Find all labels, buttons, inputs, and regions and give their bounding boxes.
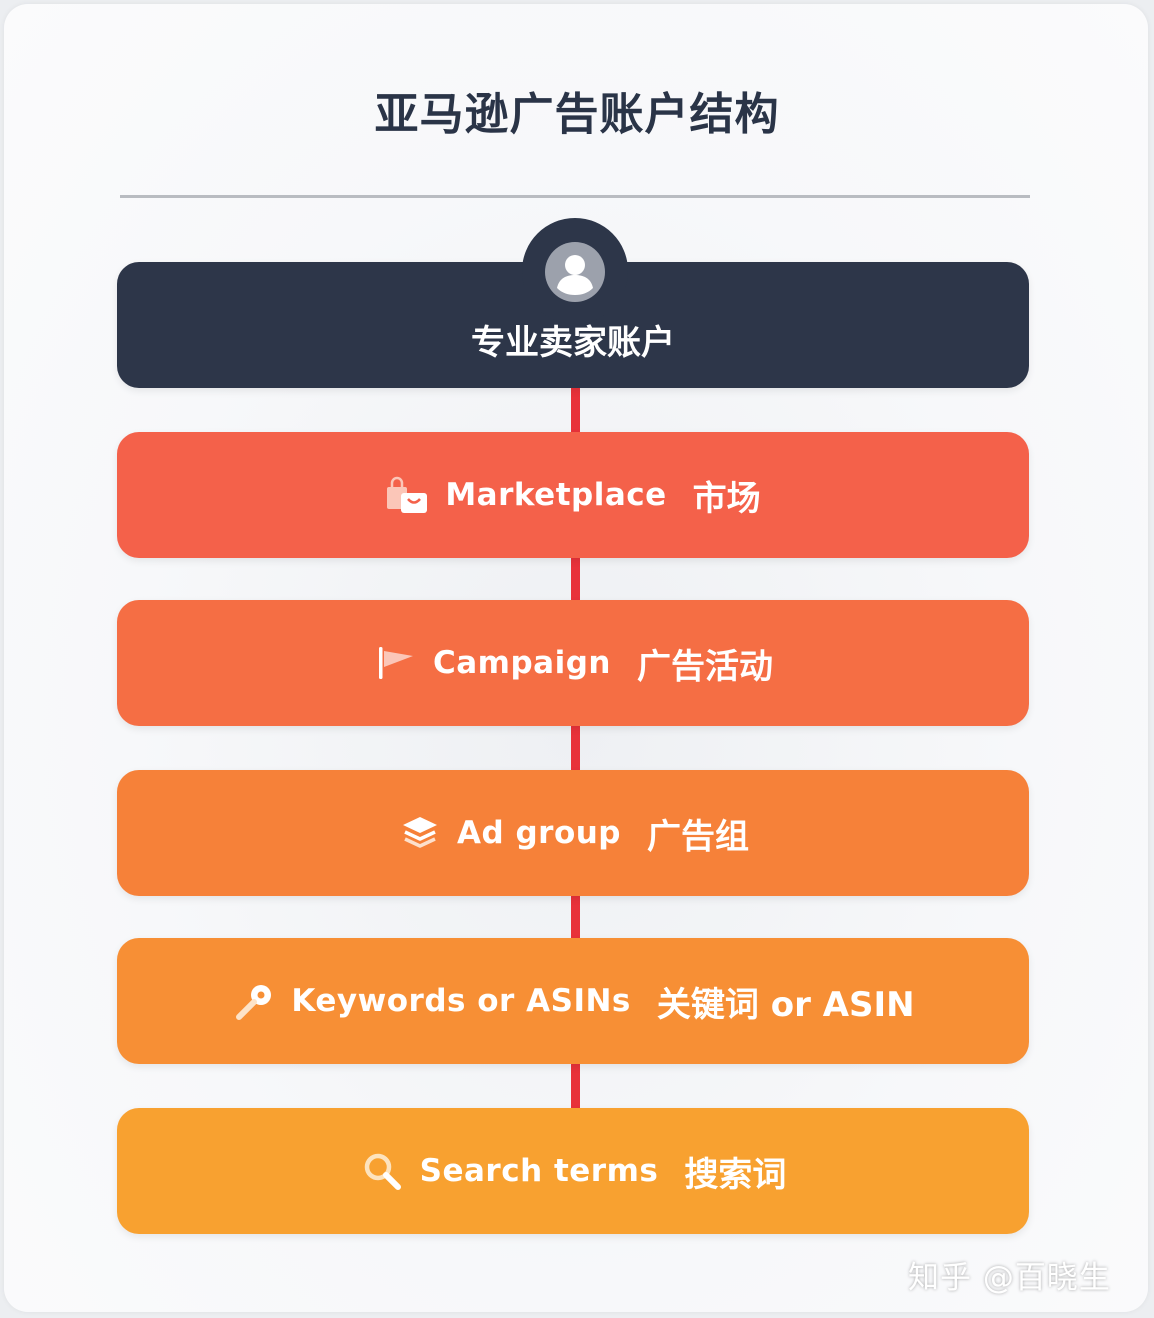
page-title: 亚马逊广告账户结构 [374, 89, 780, 140]
level-marketplace: Marketplace 市场 [117, 432, 1029, 558]
level-label-zh: 市场 [692, 478, 761, 519]
level-label-zh: 关键词 or ASIN [656, 984, 915, 1025]
level-keywords-asins: Keywords or ASINs 关键词 or ASIN [117, 938, 1029, 1064]
level-label-zh: 搜索词 [684, 1154, 787, 1195]
watermark: 知乎 @百晓生 [908, 1260, 1111, 1296]
hierarchy-connector-line [571, 380, 580, 1115]
shopping-bag-icon [385, 475, 431, 515]
title-divider [120, 195, 1030, 198]
root-account-label: 专业卖家账户 [471, 323, 675, 363]
layers-icon [397, 813, 443, 853]
flag-icon [373, 643, 419, 683]
search-icon [360, 1151, 406, 1191]
level-label-en: Ad group [456, 815, 621, 851]
user-avatar-icon [545, 242, 605, 302]
level-label-en: Marketplace [445, 477, 667, 513]
level-label-en: Search terms [419, 1153, 659, 1189]
level-label-zh: 广告活动 [636, 646, 773, 687]
key-icon [231, 981, 277, 1021]
level-ad-group: Ad group 广告组 [117, 770, 1029, 896]
level-campaign: Campaign 广告活动 [117, 600, 1029, 726]
level-label-zh: 广告组 [647, 816, 749, 857]
level-search-terms: Search terms 搜索词 [117, 1108, 1029, 1234]
level-label-en: Keywords or ASINs [291, 983, 631, 1019]
level-label-en: Campaign [433, 645, 611, 681]
